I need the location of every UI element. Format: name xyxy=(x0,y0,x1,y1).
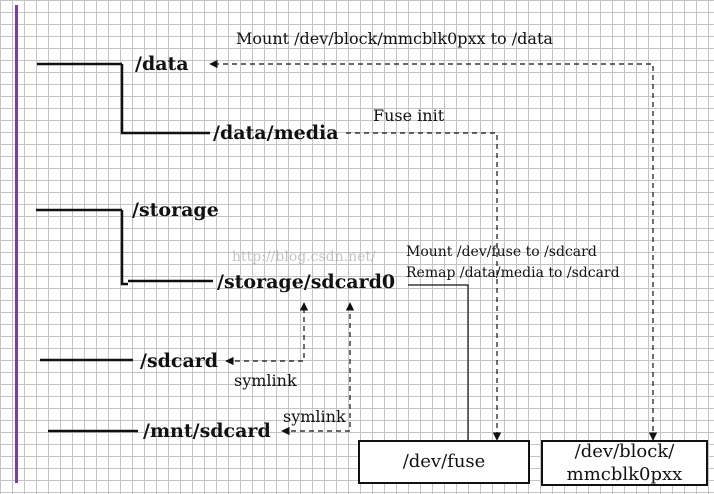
dev-fuse-box: /dev/fuse xyxy=(358,440,530,484)
symlink-sdcard-annotation: symlink xyxy=(234,371,297,390)
symlink-mnt-annotation: symlink xyxy=(283,407,346,426)
path-storage-label: /storage xyxy=(132,199,219,221)
remap-annotation: Remap /data/media to /sdcard xyxy=(406,265,620,281)
dev-block-line1: /dev/block/ xyxy=(574,440,675,462)
left-accent-bar xyxy=(15,5,18,483)
fuse-init-annotation: Fuse init xyxy=(373,106,445,125)
path-data-media-label: /data/media xyxy=(213,122,339,144)
path-mnt-sdcard-label: /mnt/sdcard xyxy=(143,420,271,442)
symlink-sdcard-arrow xyxy=(225,302,309,366)
data-media-branch-line xyxy=(120,64,210,135)
media-to-fuse-arrow xyxy=(346,132,502,441)
path-sdcard-label: /sdcard xyxy=(140,350,219,372)
mount-data-annotation: Mount /dev/block/mmcblk0pxx to /data xyxy=(236,29,553,48)
path-data-label: /data xyxy=(135,53,189,75)
storage-sdcard0-branch-line xyxy=(120,210,128,286)
symlink-mnt-sdcard-arrow xyxy=(281,302,355,436)
dev-block-line2: mmcblk0pxx xyxy=(566,464,683,485)
mount-fuse-annotation: Mount /dev/fuse to /sdcard xyxy=(406,244,597,260)
dev-fuse-label: /dev/fuse xyxy=(402,451,486,473)
sdcard0-to-fuse-line xyxy=(408,284,469,440)
path-storage-sdcard0-label: /storage/sdcard0 xyxy=(217,271,396,293)
dev-block-box: /dev/block/ mmcblk0pxx xyxy=(541,440,708,486)
watermark: http://blog.csdn.net/ xyxy=(232,249,376,265)
